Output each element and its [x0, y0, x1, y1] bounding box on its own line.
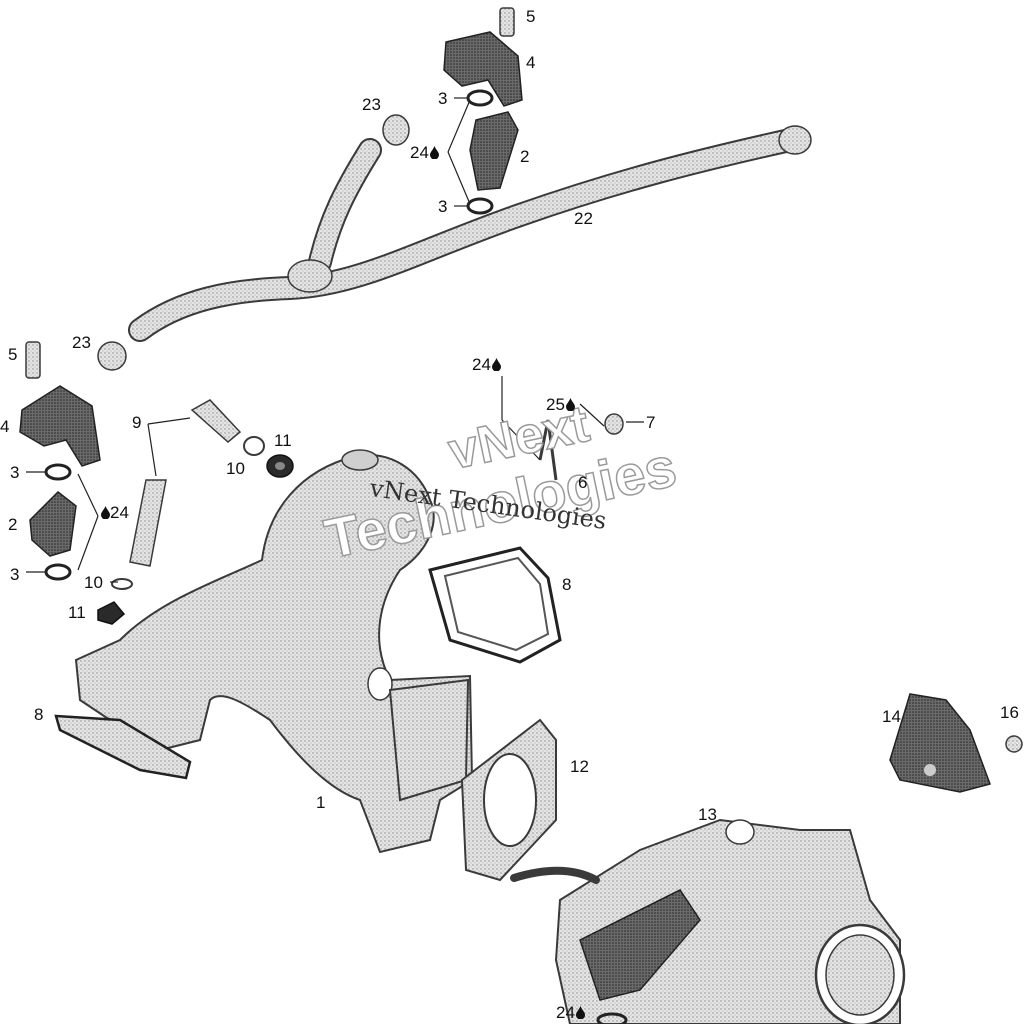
bracket-14 [889, 693, 991, 793]
sensor-bracket-4-left [19, 385, 101, 467]
callout-8-right: 8 [562, 575, 572, 594]
callout-16: 16 [1000, 703, 1019, 722]
callout-24-mid-number: 24 [472, 355, 491, 374]
callout-11-lower: 11 [68, 603, 86, 622]
o-ring-3-left-b [44, 563, 72, 581]
callout-4-top: 4 [526, 53, 536, 72]
bolt-5-left [25, 341, 41, 379]
grommet-11-upper [266, 454, 294, 478]
throttle-body-13 [510, 818, 906, 1024]
callout-7: 7 [646, 413, 656, 432]
callout-3-top-a: 3 [438, 89, 448, 108]
gasket-8-right [428, 546, 562, 664]
callout-2-top: 2 [520, 147, 530, 166]
callout-4-left: 4 [0, 417, 10, 436]
o-ring-3-top-a [466, 89, 494, 107]
callout-5-top: 5 [526, 7, 536, 26]
o-ring-3-top-b [466, 197, 494, 215]
bolt-5-top [499, 7, 515, 37]
bolt-9-lower [129, 479, 167, 567]
gasket-8-left [54, 714, 192, 780]
callout-1: 1 [316, 793, 326, 812]
callout-23-top: 23 [362, 95, 381, 114]
callout-24-left-number: 24 [110, 503, 129, 522]
callout-10-lower: 10 [84, 573, 103, 592]
callout-3-left-a: 3 [10, 463, 20, 482]
callout-13: 13 [698, 805, 717, 824]
callout-24-bottom: 24 [556, 1004, 585, 1021]
sensor-2-left [29, 491, 77, 557]
sensor-2-top [469, 111, 519, 191]
callout-3-left-b: 3 [10, 565, 20, 584]
callout-24-bottom-number: 24 [556, 1003, 575, 1022]
callout-11-upper: 11 [274, 431, 292, 450]
callout-2-left: 2 [8, 515, 18, 534]
tube-6 [538, 419, 558, 481]
intake-manifold-1 [74, 449, 474, 854]
callout-24-top: 24 [410, 144, 439, 161]
callout-24-mid: 24 [472, 356, 501, 373]
fluid-drop-icon [429, 146, 439, 159]
bolt-9-upper [190, 399, 242, 443]
callout-5-left: 5 [8, 345, 18, 364]
callout-6: 6 [578, 473, 588, 492]
hose-clamp-23-left [97, 341, 127, 371]
grommet-11-lower [97, 601, 126, 625]
fluid-drop-icon [101, 506, 110, 519]
callout-14: 14 [882, 707, 901, 726]
callout-23-left: 23 [72, 333, 91, 352]
washer-10-lower [111, 578, 133, 590]
callout-25-number: 25 [546, 395, 565, 414]
callout-12: 12 [570, 757, 589, 776]
sensor-bracket-4-top [443, 31, 523, 107]
o-ring-3-left-a [44, 463, 72, 481]
leader-lines [26, 97, 644, 583]
nut-16 [1005, 735, 1023, 753]
throttle-gasket-12 [460, 718, 557, 882]
callout-24-top-number: 24 [410, 143, 429, 162]
fluid-drop-icon [575, 1006, 585, 1019]
coolant-hose-22 [128, 125, 812, 342]
fluid-drop-icon [565, 398, 575, 411]
callout-9: 9 [132, 413, 142, 432]
fitting-7 [604, 413, 624, 435]
fluid-drop-icon [491, 358, 501, 371]
hose-clamp-23-top [382, 114, 410, 146]
callout-8-left: 8 [34, 705, 44, 724]
callout-3-top-b: 3 [438, 197, 448, 216]
callout-22: 22 [574, 209, 593, 228]
callout-24-left: 24 [100, 504, 129, 521]
callout-10-upper: 10 [226, 459, 245, 478]
callout-25: 25 [546, 396, 575, 413]
washer-10-upper [243, 436, 265, 456]
